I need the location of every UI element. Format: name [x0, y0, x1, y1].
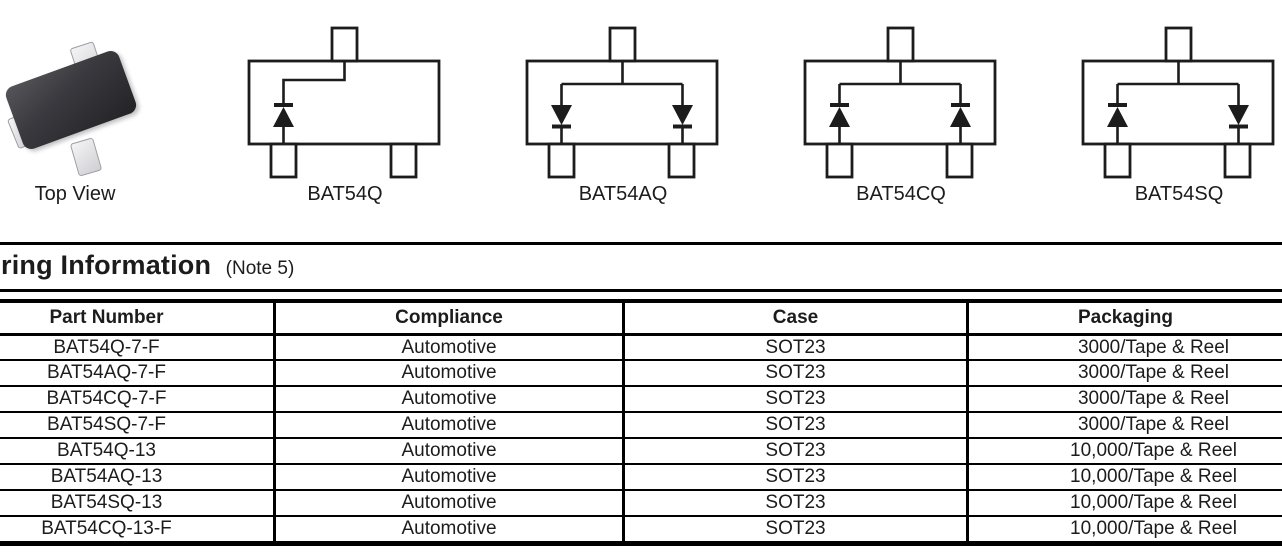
table-cell: BAT54SQ-13 — [0, 491, 276, 515]
package-label: BAT54CQ — [856, 183, 946, 205]
column-header: Compliance — [276, 303, 625, 333]
package-label: BAT54SQ — [1134, 183, 1224, 205]
table-cell: Automotive — [276, 465, 625, 489]
table-cell: SOT23 — [625, 387, 969, 411]
sot23-package-body-icon — [3, 48, 139, 152]
table-cell: SOT23 — [625, 465, 969, 489]
heading-underline — [0, 289, 1282, 292]
table-cell: Automotive — [276, 387, 625, 411]
package-diagram: BAT54AQ — [518, 15, 728, 215]
sot23-schematic-icon — [803, 26, 997, 179]
table-cell: BAT54Q-13 — [0, 439, 276, 463]
table-cell: 10,000/Tape & Reel — [1070, 492, 1237, 513]
heading-text: ring Information — [1, 250, 212, 280]
table-cell: Automotive — [276, 517, 625, 541]
table-cell: BAT54Q-7-F — [0, 336, 276, 359]
section-divider — [0, 242, 1282, 245]
top-view-label: Top View — [34, 183, 116, 205]
table-cell: BAT54SQ-7-F — [0, 413, 276, 437]
table-cell: 10,000/Tape & Reel — [1070, 440, 1237, 461]
table-cell: BAT54CQ-7-F — [0, 387, 276, 411]
table-cell: SOT23 — [625, 336, 969, 359]
table-cell: BAT54CQ-13-F — [0, 517, 276, 541]
table-cell: SOT23 — [625, 413, 969, 437]
table-cell: BAT54AQ-13 — [0, 465, 276, 489]
column-header: Case — [625, 303, 969, 333]
column-header: Packaging — [1077, 307, 1174, 328]
package-diagram: BAT54Q — [240, 15, 450, 215]
table-cell: Automotive — [276, 491, 625, 515]
table-cell: 3000/Tape & Reel — [1077, 362, 1230, 383]
sot23-schematic-icon — [1081, 26, 1275, 179]
package-diagram: BAT54CQ — [796, 15, 1006, 215]
sot23-schematic-icon — [247, 26, 441, 179]
table-cell: 10,000/Tape & Reel — [1070, 518, 1237, 539]
sot23-schematic-icon — [525, 26, 719, 179]
table-cell: 3000/Tape & Reel — [1077, 414, 1230, 435]
package-photo — [3, 41, 158, 181]
package-label: BAT54AQ — [578, 183, 668, 205]
table-cell: 3000/Tape & Reel — [1077, 336, 1230, 358]
column-header: Part Number — [0, 303, 276, 333]
table-cell: SOT23 — [625, 439, 969, 463]
table-cell: SOT23 — [625, 361, 969, 385]
table-cell: SOT23 — [625, 517, 969, 541]
table-cell: Automotive — [276, 361, 625, 385]
heading-note: (Note 5) — [225, 258, 295, 279]
table-cell: Automotive — [276, 439, 625, 463]
package-lead-icon — [69, 137, 103, 177]
table-cell: 10,000/Tape & Reel — [1070, 466, 1237, 487]
table-cell: SOT23 — [625, 491, 969, 515]
table-cell: Automotive — [276, 413, 625, 437]
table-cell: 3000/Tape & Reel — [1077, 388, 1230, 409]
package-label: BAT54Q — [307, 183, 383, 205]
table-cell: Automotive — [276, 336, 625, 359]
package-diagram: BAT54SQ — [1074, 15, 1282, 215]
ordering-information-heading: ring Information (Note 5) — [1, 250, 294, 281]
table-cell: BAT54AQ-7-F — [0, 361, 276, 385]
